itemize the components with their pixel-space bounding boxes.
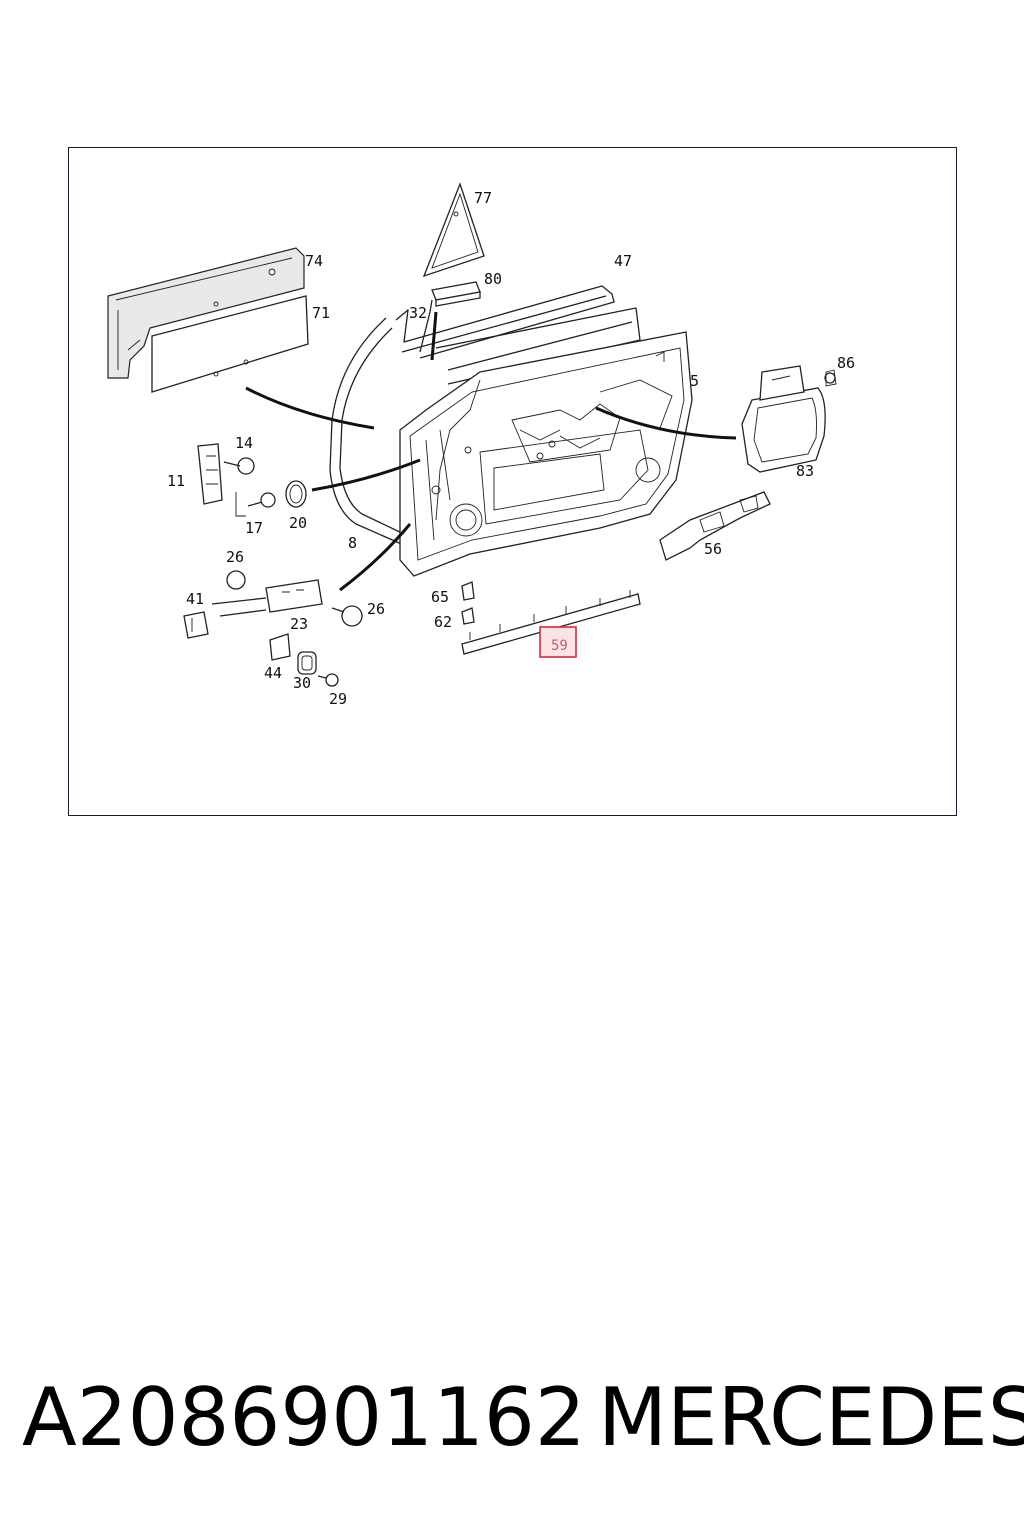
callout-26-upper: 26 — [226, 548, 244, 566]
callout-20: 20 — [289, 514, 307, 532]
part-74-trim-panel — [107, 247, 305, 379]
callout-56: 56 — [704, 540, 722, 558]
part-62-clip — [461, 607, 475, 625]
callout-71: 71 — [312, 304, 330, 322]
part-20-plug — [285, 480, 307, 508]
callout-32: 32 — [409, 304, 427, 322]
callout-5: 5 — [690, 372, 699, 390]
callout-8: 8 — [348, 534, 357, 552]
part-65-clip — [461, 581, 475, 601]
part-44-bracket — [269, 633, 291, 661]
callout-23: 23 — [290, 615, 308, 633]
part-71-sheet — [151, 295, 309, 393]
callout-47: 47 — [614, 252, 632, 270]
callout-59: 59 — [551, 638, 568, 654]
callout-86: 86 — [837, 354, 855, 372]
caption-bar: A2086901162 MERCEDES — [0, 1368, 1024, 1468]
part-80-block — [431, 281, 481, 307]
part-30-grommet — [297, 651, 317, 675]
diagram-frame — [68, 147, 957, 816]
part-11-hinge — [197, 443, 223, 505]
part-41-bumper — [183, 611, 209, 639]
part-23-check-strap — [211, 579, 323, 617]
callout-11: 11 — [167, 472, 185, 490]
part-26-bolt-lower — [331, 605, 363, 627]
part-59-sill-strip — [461, 590, 641, 655]
highlighted-callout-59[interactable]: 59 — [539, 626, 577, 658]
callout-17: 17 — [245, 519, 263, 537]
callout-44: 44 — [264, 664, 282, 682]
callout-30: 30 — [293, 674, 311, 692]
part-14-bolt — [223, 457, 255, 475]
callout-62: 62 — [434, 613, 452, 631]
callout-65: 65 — [431, 588, 449, 606]
part-77-corner-piece — [422, 182, 485, 278]
callout-77: 77 — [474, 189, 492, 207]
brand-name: MERCEDES — [598, 1371, 1024, 1464]
part-29-screw — [317, 673, 339, 687]
part-56-rail — [659, 491, 771, 561]
part-83-cover — [741, 365, 826, 473]
part-26-bolt-upper — [226, 570, 246, 590]
assembly-arrows — [245, 311, 737, 592]
callout-83: 83 — [796, 462, 814, 480]
part-5-door-shell — [399, 331, 693, 577]
callout-29: 29 — [329, 690, 347, 708]
callout-41: 41 — [186, 590, 204, 608]
callout-14: 14 — [235, 434, 253, 452]
part-number: A2086901162 — [22, 1371, 586, 1464]
part-17-bolt — [235, 492, 276, 517]
callout-74: 74 — [305, 252, 323, 270]
part-86-clip — [824, 369, 837, 387]
callout-80: 80 — [484, 270, 502, 288]
callout-26-lower: 26 — [367, 600, 385, 618]
